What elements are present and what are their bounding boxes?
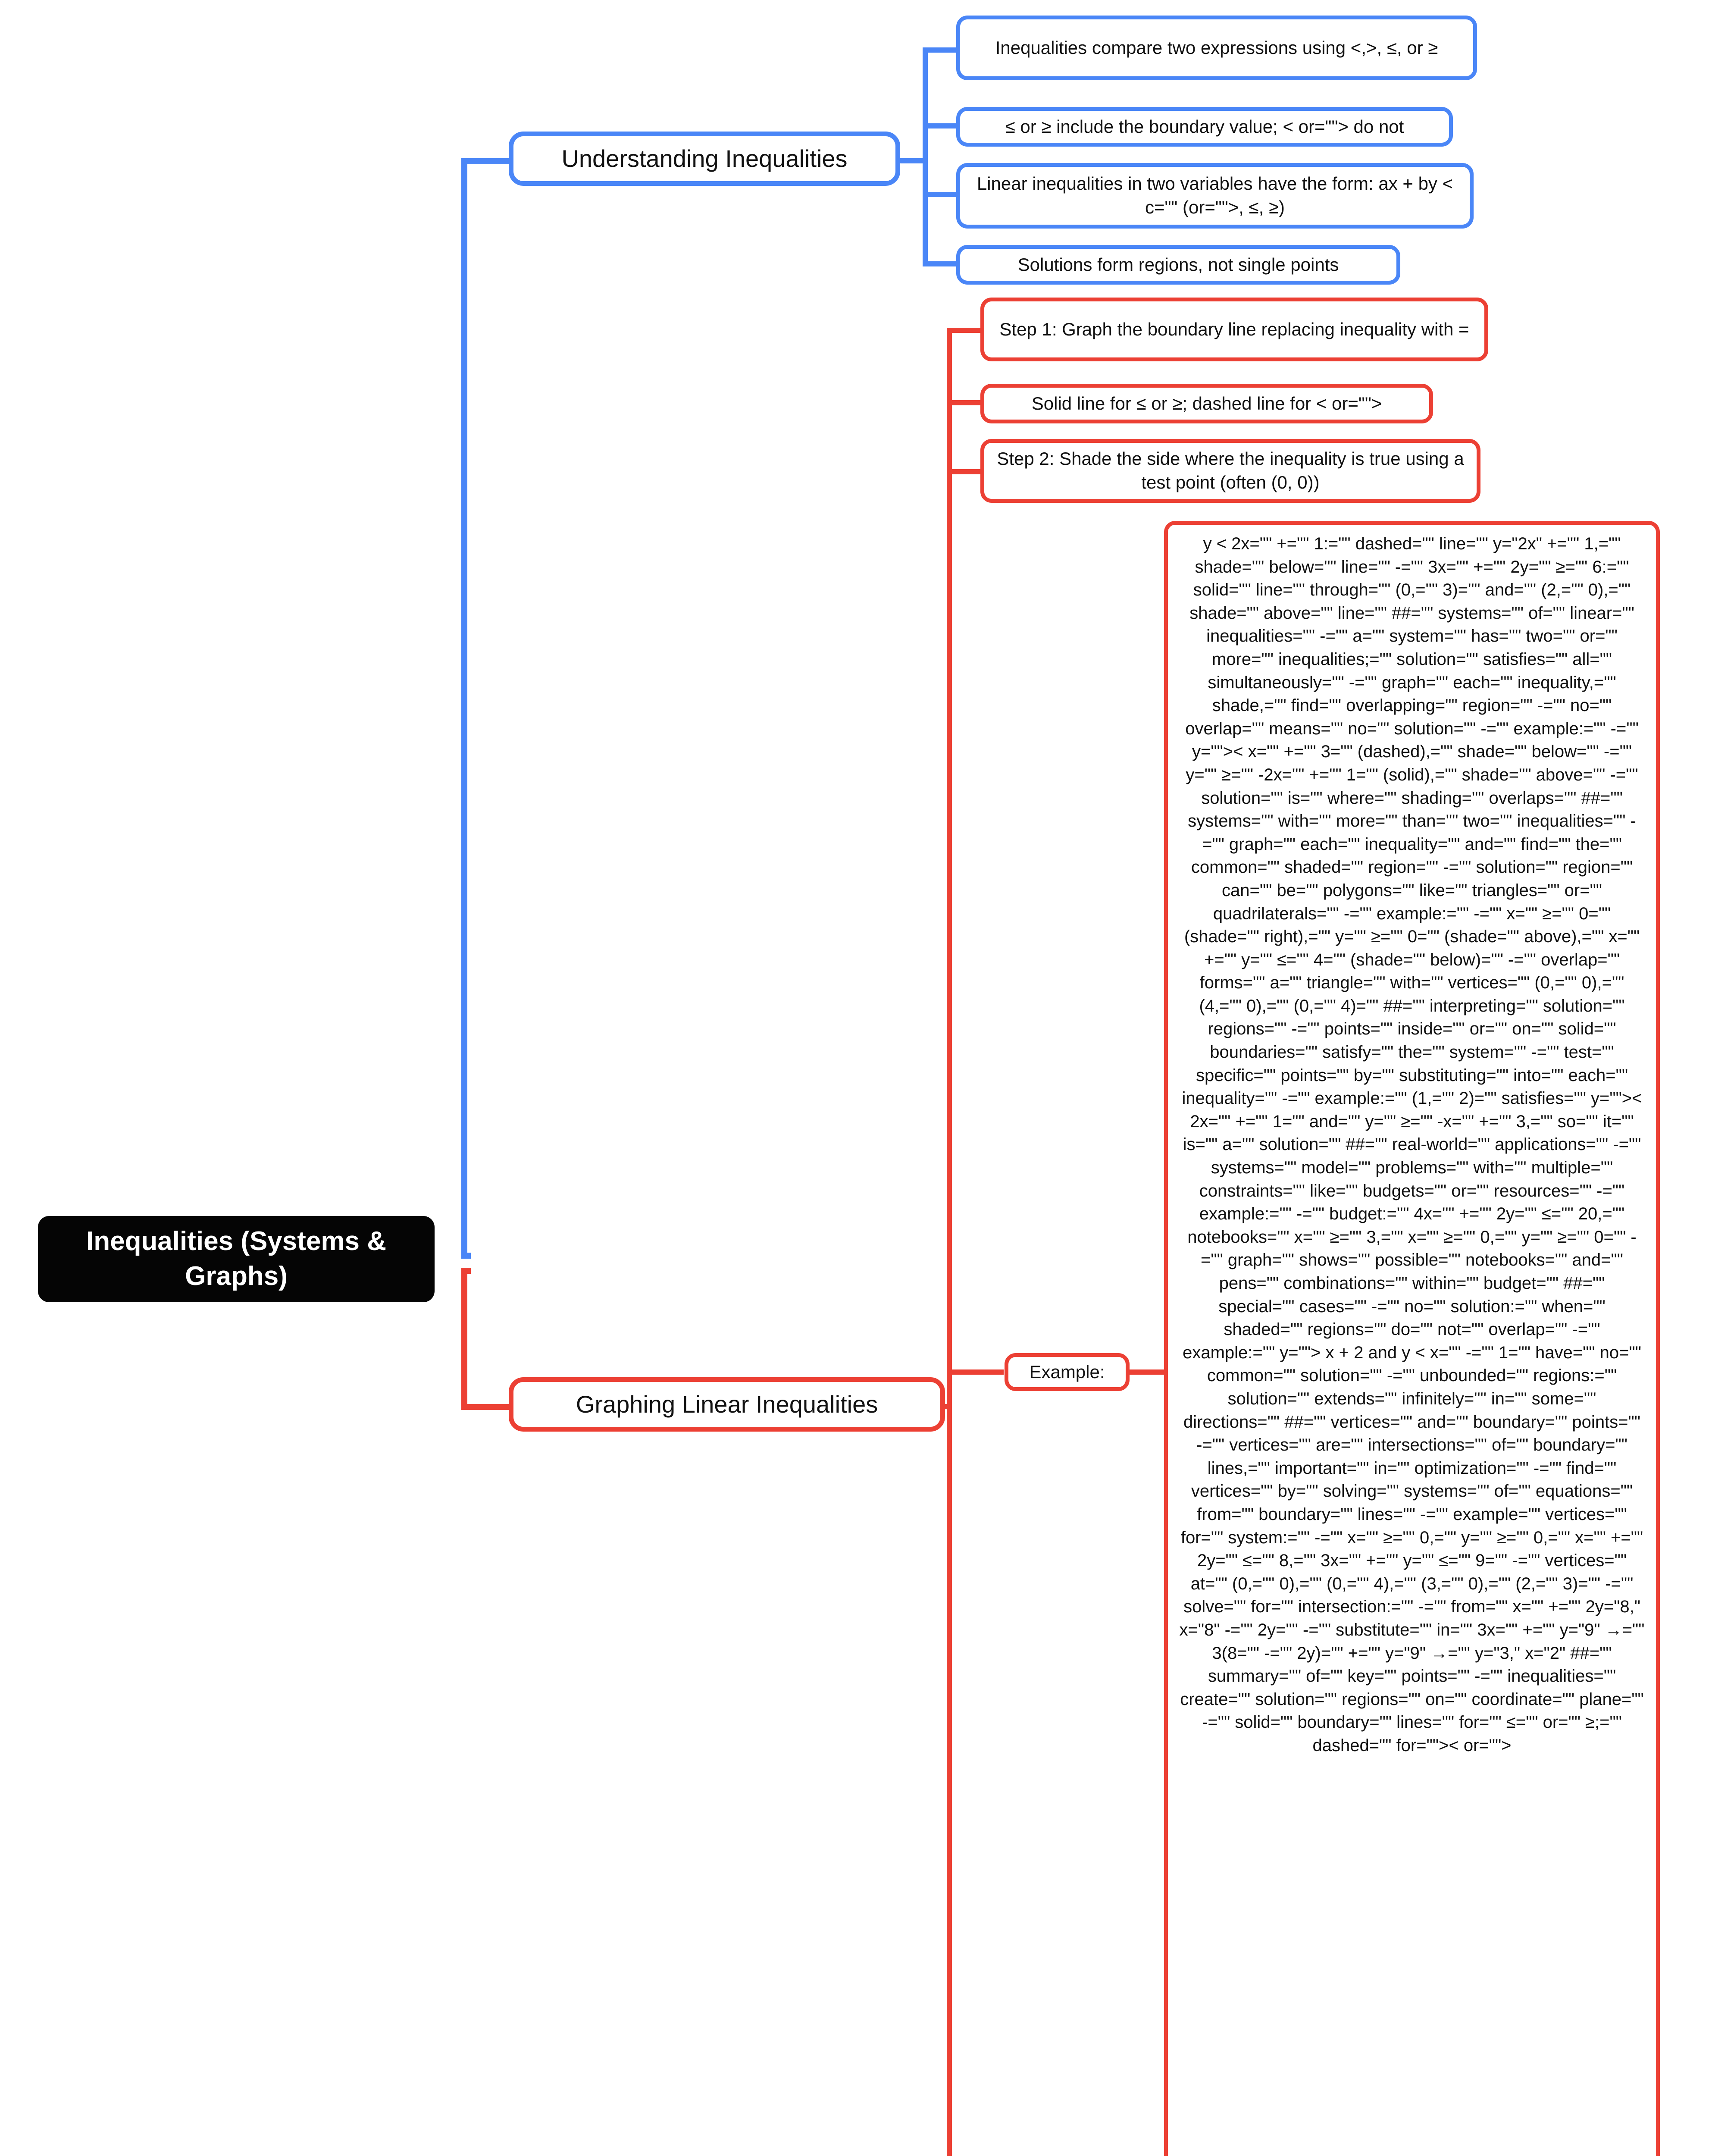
leaf-node-step2-shade-side[interactable]: Step 2: Shade the side where the inequal… (980, 439, 1480, 503)
leaf-node-boundary-value[interactable]: ≤ or ≥ include the boundary value; < or=… (956, 107, 1453, 147)
branch-node-label: Understanding Inequalities (561, 144, 848, 172)
connector-blue-child-2 (923, 192, 957, 197)
connector-red-trunk-to-branch (461, 1404, 509, 1410)
connector-blue-trunk-to-branch (461, 158, 509, 164)
leaf-node-label: y < 2x="" +="" 1:="" dashed="" line="" y… (1179, 534, 1645, 1755)
leaf-node-label: Solutions form regions, not single point… (1017, 254, 1339, 275)
root-node-label: Inequalities (Systems & Graphs) (86, 1226, 387, 1291)
branch-node-understanding-inequalities[interactable]: Understanding Inequalities (509, 132, 900, 186)
connector-blue-child-1 (923, 123, 957, 128)
connector-red-child-4 (1130, 1369, 1164, 1375)
leaf-node-example-label[interactable]: Example: (1005, 1353, 1130, 1391)
leaf-node-example-detail[interactable]: y < 2x="" +="" 1:="" dashed="" line="" y… (1164, 521, 1660, 2156)
leaf-node-step1-boundary-line[interactable]: Step 1: Graph the boundary line replacin… (980, 298, 1488, 361)
leaf-node-label: Inequalities compare two expressions usi… (995, 37, 1438, 58)
connector-red-trunk-vertical (461, 1268, 467, 1410)
connector-red-child-2 (947, 469, 981, 474)
connector-red-child-1 (947, 400, 981, 405)
leaf-node-solid-dashed-line[interactable]: Solid line for ≤ or ≥; dashed line for <… (980, 384, 1433, 423)
leaf-node-inequalities-compare[interactable]: Inequalities compare two expressions usi… (956, 16, 1477, 80)
connector-blue-trunk-vertical (461, 158, 467, 1259)
leaf-node-label: Linear inequalities in two variables hav… (976, 173, 1453, 217)
leaf-node-linear-form[interactable]: Linear inequalities in two variables hav… (956, 163, 1474, 229)
connector-red-branch-spine (947, 328, 952, 2156)
connector-red-child-3 (947, 1369, 1004, 1375)
leaf-node-label: Example: (1029, 1361, 1105, 1382)
leaf-node-label: Step 2: Shade the side where the inequal… (997, 448, 1464, 492)
connector-blue-child-0 (923, 47, 957, 53)
leaf-node-label: Step 1: Graph the boundary line replacin… (999, 319, 1469, 339)
branch-node-graphing-linear-inequalities[interactable]: Graphing Linear Inequalities (509, 1377, 945, 1432)
connector-blue-branch-stub (899, 158, 926, 163)
leaf-node-label: ≤ or ≥ include the boundary value; < or=… (1005, 116, 1404, 137)
connector-blue-branch-spine (923, 47, 928, 266)
leaf-node-solutions-regions[interactable]: Solutions form regions, not single point… (956, 245, 1400, 285)
leaf-node-label: Solid line for ≤ or ≥; dashed line for <… (1031, 393, 1382, 414)
branch-node-label: Graphing Linear Inequalities (576, 1390, 878, 1418)
connector-blue-child-3 (923, 261, 957, 266)
connector-red-child-0 (947, 328, 981, 333)
root-node[interactable]: Inequalities (Systems & Graphs) (38, 1216, 435, 1302)
